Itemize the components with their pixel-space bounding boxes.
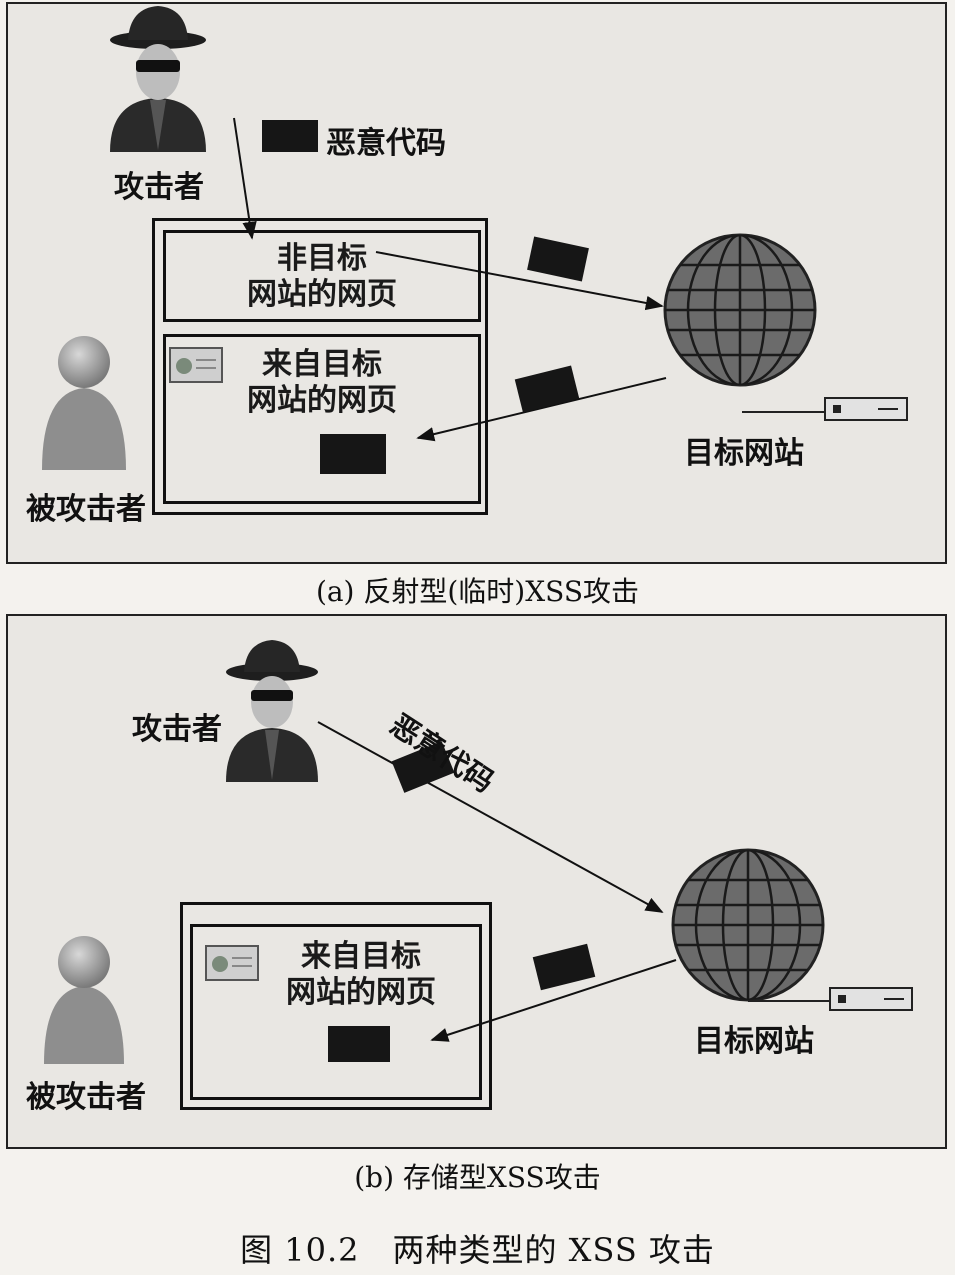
browser-window-outer xyxy=(152,218,488,515)
code-block-in-transit-1 xyxy=(527,236,589,282)
target-page-line2: 网站的网页 xyxy=(247,383,397,418)
code-block-in-transit-1 xyxy=(391,741,455,793)
non-target-page-line2: 网站的网页 xyxy=(247,277,397,312)
target-page-line1: 来自目标 xyxy=(262,347,382,382)
target-page-line2: 网站的网页 xyxy=(286,975,436,1010)
figure-caption: 图 10.2 两种类型的 XSS 攻击 xyxy=(240,1231,715,1269)
attacker-label: 攻击者 xyxy=(132,712,222,747)
target-page-line1: 来自目标 xyxy=(301,939,421,974)
malicious-code-block xyxy=(262,120,318,152)
non-target-page-line1: 非目标 xyxy=(277,241,367,276)
attacker-hacker-icon xyxy=(110,6,206,152)
browser-window-icon xyxy=(169,347,223,383)
browser-window-icon xyxy=(205,945,259,981)
target-site-label: 目标网站 xyxy=(684,436,804,471)
attacker-hacker-icon xyxy=(226,640,318,782)
target-page-box: 来自目标 网站的网页 xyxy=(163,334,481,504)
non-target-page-box: 非目标 网站的网页 xyxy=(163,230,481,322)
browser-window-outer xyxy=(180,902,492,1110)
code-block-in-transit-2 xyxy=(532,943,596,991)
arrow-site-to-victim xyxy=(430,959,677,1042)
stored-code-block xyxy=(328,1026,390,1062)
malicious-code-label: 恶意代码 xyxy=(326,126,446,161)
victim-label: 被攻击者 xyxy=(26,492,146,527)
target-page-box: 来自目标 网站的网页 xyxy=(190,924,482,1100)
server-icon xyxy=(742,397,908,421)
victim-label: 被攻击者 xyxy=(26,1080,146,1115)
target-site-label: 目标网站 xyxy=(694,1024,814,1059)
globe-icon xyxy=(663,233,817,387)
arrow-site-to-victim xyxy=(416,377,667,442)
server-icon xyxy=(748,987,913,1011)
arrow-attacker-to-page xyxy=(233,117,257,240)
caption-a: (a) 反射型(临时)XSS攻击 xyxy=(315,575,640,608)
caption-b: (b) 存储型XSS攻击 xyxy=(354,1161,601,1194)
victim-person-icon xyxy=(42,336,126,470)
arrow-page-to-site xyxy=(375,251,664,311)
victim-person-icon xyxy=(44,936,124,1064)
injected-code-block xyxy=(320,434,386,474)
globe-icon xyxy=(671,848,825,1002)
attacker-label: 攻击者 xyxy=(114,170,204,205)
arrow-attacker-to-site xyxy=(317,721,664,913)
code-block-in-transit-2 xyxy=(514,365,580,413)
